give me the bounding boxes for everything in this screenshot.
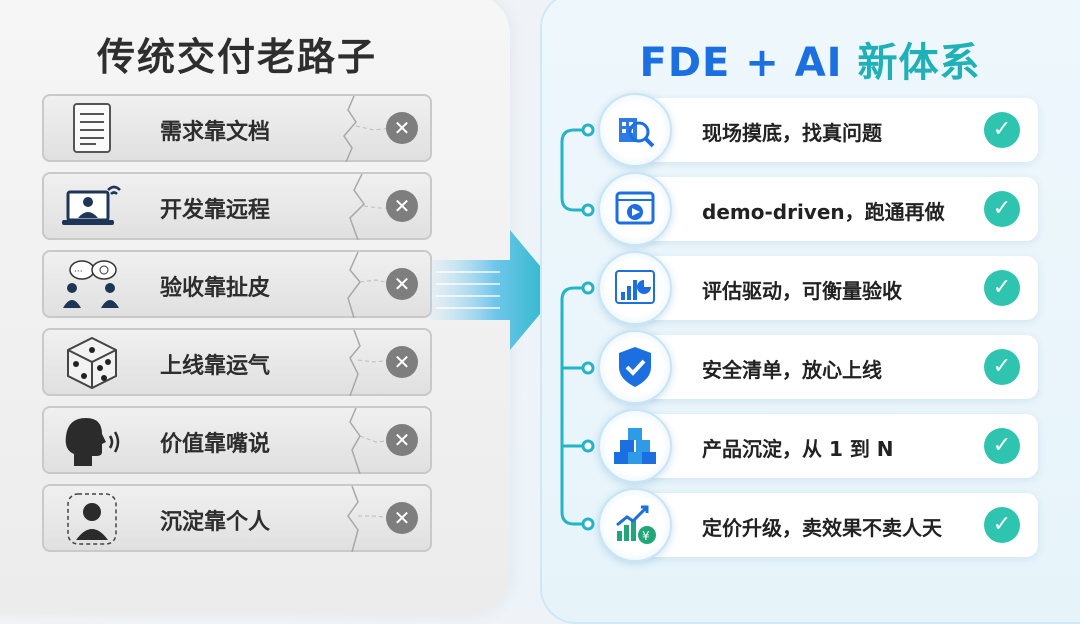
new-item-label: 评估驱动，可衡量验收 [702, 279, 902, 303]
x-circle-icon: ✕ [386, 424, 418, 456]
new-item-label: 产品沉淀，从 1 到 N [702, 437, 894, 461]
old-item-label: 验收靠扯皮 [160, 276, 271, 301]
svg-text:¥: ¥ [642, 529, 650, 543]
video-play-icon [598, 172, 672, 246]
old-item-label: 开发靠远程 [160, 198, 271, 223]
check-circle-icon: ✓ [984, 428, 1020, 464]
right-title-fde: FDE + AI [639, 40, 843, 86]
right-title-system: 新体系 [857, 40, 981, 86]
speaking-head-icon [60, 414, 124, 468]
shield-check-icon [598, 330, 672, 404]
old-item-row: 价值靠嘴说 ✕ [42, 406, 432, 474]
old-item-row: ··· 验收靠扯皮 ✕ [42, 250, 432, 318]
old-item-label: 上线靠运气 [160, 354, 271, 379]
check-circle-icon: ✓ [984, 349, 1020, 385]
old-item-label: 价值靠嘴说 [160, 432, 271, 457]
building-search-icon [598, 93, 672, 167]
new-item-label: 定价升级，卖效果不卖人天 [702, 516, 942, 540]
new-item-label: demo-driven，跑通再做 [702, 200, 945, 224]
x-circle-icon: ✕ [386, 502, 418, 534]
new-item-row: 安全清单，放心上线 ✓ [640, 335, 1038, 399]
check-circle-icon: ✓ [984, 270, 1020, 306]
new-item-row: 定价升级，卖效果不卖人天 ✓ [640, 493, 1038, 557]
new-item-label: 现场摸底，找真问题 [702, 121, 882, 145]
dice-icon [60, 336, 124, 390]
chart-icon [598, 251, 672, 325]
new-item-row: 评估驱动，可衡量验收 ✓ [640, 256, 1038, 320]
old-item-row: 上线靠运气 ✕ [42, 328, 432, 396]
cubes-icon [598, 409, 672, 483]
new-item-row: 现场摸底，找真问题 ✓ [640, 98, 1038, 162]
argue-people-icon: ··· [60, 258, 124, 312]
new-item-label: 安全清单，放心上线 [702, 358, 882, 382]
old-item-row: 需求靠文档 ✕ [42, 94, 432, 162]
check-circle-icon: ✓ [984, 112, 1020, 148]
old-item-label: 需求靠文档 [160, 120, 271, 145]
left-title: 传统交付老路子 [96, 35, 377, 79]
new-item-row: 产品沉淀，从 1 到 N ✓ [640, 414, 1038, 478]
x-circle-icon: ✕ [386, 268, 418, 300]
growth-yuan-icon: ¥ [598, 488, 672, 562]
svg-text:···: ··· [74, 267, 83, 277]
old-item-row: 开发靠远程 ✕ [42, 172, 432, 240]
document-icon [60, 102, 124, 156]
right-title: FDE + AI 新体系 [540, 30, 1080, 88]
timeline-connector [560, 123, 595, 531]
transition-arrow-icon [430, 230, 560, 350]
person-silhouette-icon [60, 492, 124, 546]
old-item-label: 沉淀靠个人 [160, 510, 271, 535]
old-item-row: 沉淀靠个人 ✕ [42, 484, 432, 552]
x-circle-icon: ✕ [386, 112, 418, 144]
x-circle-icon: ✕ [386, 346, 418, 378]
new-item-row: demo-driven，跑通再做 ✓ [640, 177, 1038, 241]
remote-laptop-icon [60, 180, 124, 234]
crack-line [349, 174, 394, 240]
x-circle-icon: ✕ [386, 190, 418, 222]
check-circle-icon: ✓ [984, 191, 1020, 227]
check-circle-icon: ✓ [984, 507, 1020, 543]
